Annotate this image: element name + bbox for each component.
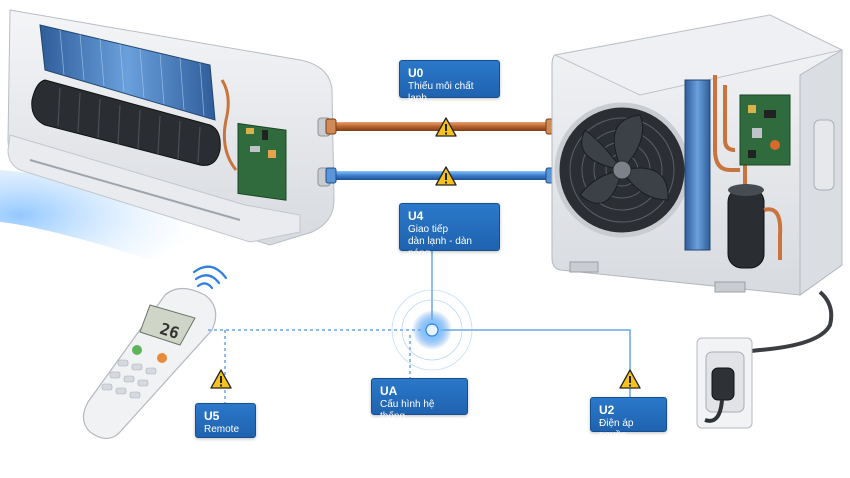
signal-hub — [391, 289, 473, 371]
label-u2: U2 Điện áp nguồn — [590, 397, 667, 441]
remote-mode-button — [157, 353, 167, 363]
warning-icon-u2 — [619, 369, 641, 389]
outdoor-board-components — [748, 105, 780, 158]
outdoor-fan-blades — [579, 114, 669, 204]
compressor — [727, 187, 765, 269]
blue-pipe-fitting-left — [325, 167, 337, 184]
label-u5-desc: Remote — [204, 424, 240, 435]
label-u4-code: U4 — [408, 209, 424, 223]
compressor-top — [728, 184, 764, 196]
label-u5-code: U5 — [204, 409, 220, 423]
cross-flow-fan — [31, 79, 221, 166]
board-components — [246, 128, 276, 158]
remote-control: 26 — [82, 265, 228, 440]
remote-power-button — [132, 345, 142, 355]
copper-pipe — [328, 122, 553, 131]
warning-icon-u0 — [435, 117, 457, 137]
warning-icon-u5 — [210, 369, 232, 389]
label-u5: U5 Remote — [195, 403, 256, 438]
outdoor-fan-hub — [612, 160, 632, 180]
indoor-unit — [0, 9, 335, 260]
wireless-signal-icon — [192, 265, 228, 290]
indoor-control-board — [237, 122, 287, 201]
plug-cable-loop — [704, 399, 724, 423]
remote-keypad — [101, 359, 157, 399]
label-u0: U0 Thiếu môi chất lạnh — [399, 60, 500, 104]
outdoor-unit — [551, 14, 844, 296]
outdoor-foot-left — [569, 261, 599, 273]
remote-screen — [139, 304, 196, 346]
airflow-glow — [0, 170, 200, 260]
label-u0-code: U0 — [408, 66, 424, 80]
label-u0-desc: Thiếu môi chất lạnh — [408, 81, 474, 104]
refrigerant-pipes — [325, 118, 557, 184]
copper-pipe-fitting-left — [325, 118, 337, 135]
blue-pipe — [328, 171, 553, 180]
outdoor-side-handle — [813, 119, 835, 191]
coil-fins — [59, 29, 205, 117]
label-u2-code: U2 — [599, 403, 615, 417]
label-u4: U4 Giao tiếp dàn lạnh - dàn nóng — [399, 203, 500, 259]
warning-icon-u4 — [435, 166, 457, 186]
compressor-pipe — [763, 207, 783, 260]
label-u4-desc-line1: Giao tiếp — [408, 224, 449, 235]
outdoor-foot-right — [714, 281, 746, 293]
label-ua-code: UA — [380, 384, 398, 398]
label-ua-desc: Cấu hình hệ thống — [380, 399, 435, 422]
label-u4-desc-line2: dàn lạnh - dàn nóng — [408, 236, 472, 259]
indoor-copper-coil — [220, 79, 238, 171]
label-u2-desc: Điện áp nguồn — [599, 418, 634, 441]
outdoor-coil — [684, 79, 711, 251]
power-supply — [696, 290, 834, 429]
label-ua: UA Cấu hình hệ thống — [371, 378, 468, 422]
indoor-coil — [39, 24, 216, 121]
power-plug — [711, 367, 735, 401]
signal-line-u2 — [440, 329, 631, 400]
indoor-vent-slot — [29, 159, 241, 221]
outdoor-control-board — [739, 94, 791, 166]
fan-blades — [57, 87, 201, 163]
